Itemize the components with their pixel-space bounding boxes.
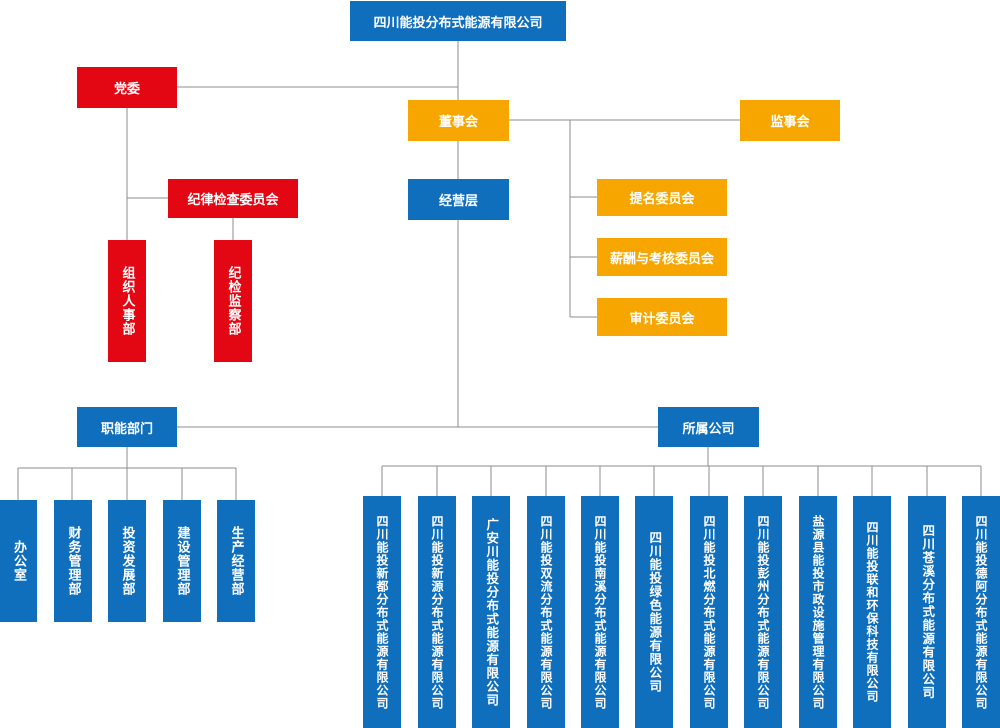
audit-committee-box: 审计委员会 — [597, 298, 727, 336]
subsidiary-guangan-box: 广安川能投分布式能源有限公司 — [472, 496, 510, 728]
discipline-supervision-dept-box: 纪检监察部 — [214, 240, 252, 362]
board-of-directors-box: 董事会 — [408, 100, 509, 141]
subsidiary-green-energy-box: 四川能投绿色能源有限公司 — [635, 496, 673, 728]
subsidiary-shuangliu-box: 四川能投双流分布式能源有限公司 — [527, 496, 565, 728]
dept-office-box: 办公室 — [0, 500, 37, 622]
functional-departments-box: 职能部门 — [77, 407, 177, 447]
dept-construction-box: 建设管理部 — [163, 500, 201, 622]
dept-finance-box: 财务管理部 — [54, 500, 92, 622]
supervisory-board-box: 监事会 — [740, 100, 840, 141]
subsidiary-yanyuan-box: 盐源县能投市政设施管理有限公司 — [799, 496, 837, 728]
management-box: 经营层 — [408, 179, 509, 220]
root-company-box: 四川能投分布式能源有限公司 — [350, 1, 566, 41]
subsidiary-xindu-box: 四川能投新都分布式能源有限公司 — [363, 496, 401, 728]
subsidiary-lianhe-box: 四川能投联和环保科技有限公司 — [853, 496, 891, 728]
dept-production-box: 生产经营部 — [217, 500, 255, 622]
subsidiary-dea-box: 四川能投德阿分布式能源有限公司 — [962, 496, 1000, 728]
subsidiaries-box: 所属公司 — [658, 407, 759, 447]
nomination-committee-box: 提名委员会 — [597, 179, 727, 216]
subsidiary-xinyuan-box: 四川能投新源分布式能源有限公司 — [418, 496, 456, 728]
party-committee-box: 党委 — [77, 67, 177, 108]
subsidiary-pengzhou-box: 四川能投彭州分布式能源有限公司 — [744, 496, 782, 728]
dept-investment-box: 投资发展部 — [108, 500, 146, 622]
organization-hr-dept-box: 组织人事部 — [108, 240, 146, 362]
remuneration-committee-box: 薪酬与考核委员会 — [597, 238, 727, 276]
subsidiary-nanxi-box: 四川能投南溪分布式能源有限公司 — [581, 496, 619, 728]
discipline-committee-box: 纪律检查委员会 — [168, 179, 298, 218]
subsidiary-cangxi-box: 四川苍溪分布式能源有限公司 — [908, 496, 946, 728]
subsidiary-beiran-box: 四川能投北燃分布式能源有限公司 — [690, 496, 728, 728]
